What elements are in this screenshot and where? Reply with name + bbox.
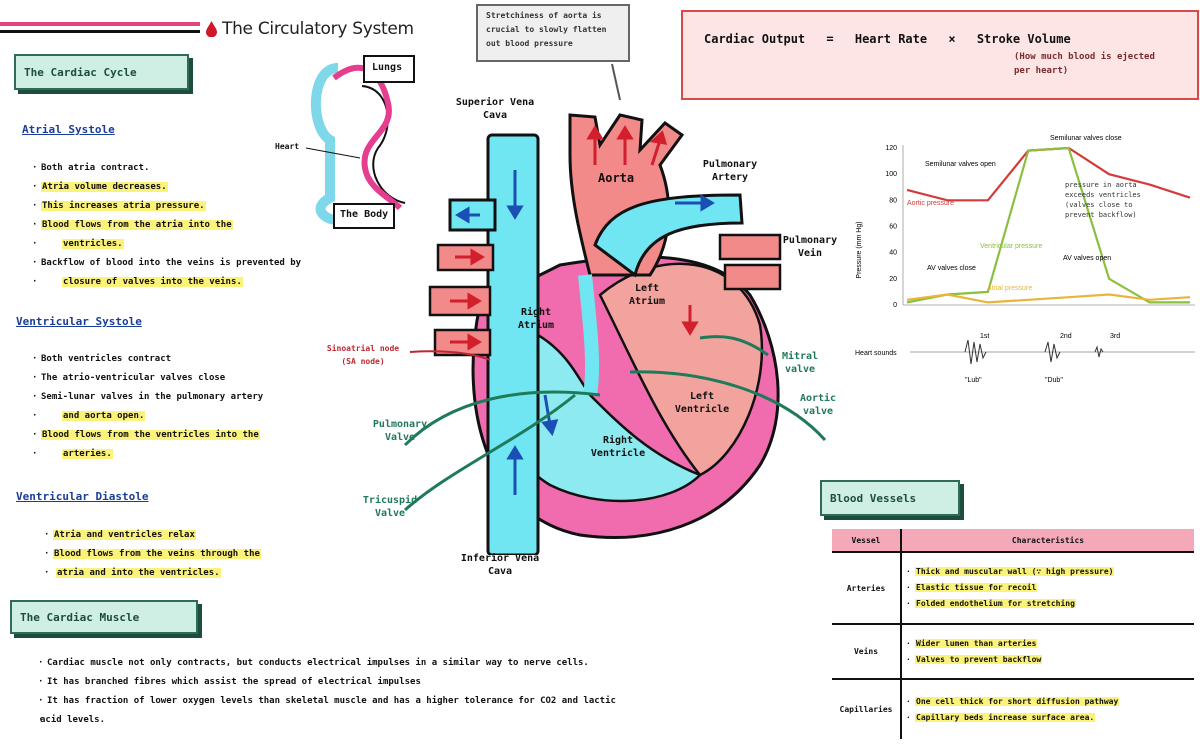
list-item: ventricles.: [32, 235, 402, 254]
list-item: Atria volume decreases.: [32, 178, 402, 197]
ventricular-diastole-heading: Ventricular Diastole: [16, 490, 149, 503]
svc-label: Superior Vena Cava: [455, 97, 535, 121]
list-item: Folded endothelium for stretching: [906, 596, 1190, 612]
right-ventricle-label: Right Ventricle: [590, 435, 646, 459]
list-item: arteries.: [32, 445, 402, 464]
table-row: Veins Wider lumen than arteries Valves t…: [832, 623, 1194, 679]
list-item: Blood flows from the ventricles into the: [32, 426, 402, 445]
stroke-volume-note: (How much blood is ejected per heart): [1014, 52, 1155, 76]
y-tick-label: 60: [889, 224, 897, 231]
pulmonary-artery-label: Pulmonary Artery: [702, 159, 758, 183]
aorta-exceeds-note: pressure in aorta exceeds ventricles (va…: [1065, 181, 1141, 219]
vessel-name: Arteries: [832, 551, 902, 624]
semilunar-close-label: Semilunar valves close: [1050, 135, 1122, 142]
ventricular-systole-list: Both ventricles contract The atrio-ventr…: [32, 350, 402, 464]
list-item: It has fraction of lower oxygen levels t…: [38, 692, 818, 711]
blood-vessels-heading: Blood Vessels: [820, 480, 960, 516]
y-tick-label: 120: [885, 145, 897, 152]
lub-label: "Lub": [965, 377, 982, 384]
blood-vessels-table: Vessel Characteristics Arteries Thick an…: [832, 529, 1194, 739]
y-tick-label: 80: [889, 197, 897, 204]
left-atrium-label: Left Atrium: [628, 283, 666, 307]
list-item: Semi-lunar valves in the pulmonary arter…: [32, 388, 402, 407]
sound-1-label: 1st: [980, 333, 989, 340]
y-tick-label: 100: [885, 171, 897, 178]
aorta-label: Aorta: [598, 171, 635, 185]
list-item: It has branched fibres which assist the …: [38, 673, 818, 692]
cardiac-cycle-heading: The Cardiac Cycle: [14, 54, 189, 90]
sound-3-label: 3rd: [1110, 333, 1120, 340]
cardiac-muscle-heading: The Cardiac Muscle: [10, 600, 198, 634]
right-atrium-label: Right Atrium: [517, 307, 555, 331]
pulmonary-valve-label: Pulmonary Valve: [372, 419, 428, 443]
characteristics-header: Characteristics: [901, 529, 1194, 552]
list-item: Capillary beds increase surface area.: [906, 710, 1190, 726]
list-item: acid levels.: [38, 711, 818, 730]
vessel-name: Capillaries: [832, 678, 902, 739]
body-label: The Body: [340, 209, 389, 220]
semilunar-open-label: Semilunar valves open: [925, 161, 996, 168]
aorta-callout: Stretchiness of aorta is crucial to slow…: [476, 4, 630, 62]
list-item: This increases atria pressure.: [32, 197, 402, 216]
blood-drop-icon: [206, 21, 217, 37]
left-ventricle-label: Left Ventricle: [674, 391, 730, 415]
list-item: Wider lumen than arteries: [906, 636, 1190, 652]
heart-mini-label: Heart: [275, 142, 300, 151]
table-row: Arteries Thick and muscular wall (∵ high…: [832, 551, 1194, 624]
list-item: The atrio-ventricular valves close: [32, 369, 402, 388]
list-item: closure of valves into the veins.: [32, 273, 402, 292]
y-tick-label: 0: [893, 302, 897, 309]
atrial-label: Atrial pressure: [987, 285, 1032, 292]
list-item: Both ventricles contract: [32, 350, 402, 369]
page-title: The Circulatory System: [222, 19, 414, 39]
sa-node-label: Sinoatrial node (SA node): [326, 344, 400, 366]
pressure-graph: Pressure (mm Hg) 120 100 80 60 40 20 0 Semilun…: [855, 135, 1195, 384]
graph-ylabel: Pressure (mm Hg): [856, 221, 863, 278]
title-underline: [0, 18, 200, 40]
av-close-label: AV valves close: [927, 265, 976, 272]
sound-2-label: 2nd: [1060, 333, 1072, 340]
table-row: Capillaries One cell thick for short dif…: [832, 678, 1194, 739]
ventricular-systole-heading: Ventricular Systole: [16, 315, 142, 328]
atrial-pressure-line: [906, 293, 1191, 304]
circulation-mini-diagram: [305, 55, 415, 229]
cardiac-output-box: [681, 10, 1199, 100]
heart-sounds-label: Heart sounds: [855, 350, 897, 357]
aortic-valve-label: Aortic valve: [799, 393, 837, 417]
ventricular-label: Ventricular pressure: [980, 243, 1042, 250]
mitral-valve-label: Mitral valve: [781, 351, 819, 375]
list-item: Blood flows from the veins through the: [44, 545, 384, 564]
lungs-label: Lungs: [372, 62, 403, 73]
list-item: Atria and ventricles relax: [44, 526, 384, 545]
ventricular-diastole-list: Atria and ventricles relax Blood flows f…: [44, 526, 384, 583]
vessel-name: Veins: [832, 623, 902, 679]
cardiac-muscle-list: Cardiac muscle not only contracts, but c…: [38, 654, 818, 730]
y-tick-label: 20: [889, 276, 897, 283]
dub-label: "Dub": [1045, 377, 1063, 384]
list-item: Cardiac muscle not only contracts, but c…: [38, 654, 818, 673]
list-item: Both atria contract.: [32, 159, 402, 178]
tricuspid-valve-label: Tricuspid Valve: [362, 495, 418, 519]
list-item: Valves to prevent backflow: [906, 652, 1190, 668]
list-item: Backflow of blood into the veins is prev…: [32, 254, 402, 273]
atrial-systole-heading: Atrial Systole: [22, 123, 115, 136]
list-item: Blood flows from the atria into the: [32, 216, 402, 235]
cardiac-output-equation: Cardiac Output = Heart Rate × Stroke Vol…: [704, 32, 1071, 46]
pulmonary-vein-label: Pulmonary Vein: [782, 235, 838, 259]
av-open-label: AV valves open: [1063, 255, 1111, 262]
ivc-label: Inferior Vena Cava: [460, 553, 540, 577]
heart-diagram: [428, 113, 782, 555]
y-tick-label: 40: [889, 250, 897, 257]
list-item: and aorta open.: [32, 407, 402, 426]
list-item: One cell thick for short diffusion pathw…: [906, 694, 1190, 710]
list-item: Thick and muscular wall (∵ high pressure…: [906, 564, 1190, 580]
atrial-systole-list: Both atria contract. Atria volume decrea…: [32, 159, 402, 292]
vessel-header: Vessel: [832, 529, 902, 552]
aortic-label: Aortic pressure: [907, 200, 954, 207]
list-item: Elastic tissue for recoil: [906, 580, 1190, 596]
list-item: atria and into the ventricles.: [44, 564, 384, 583]
